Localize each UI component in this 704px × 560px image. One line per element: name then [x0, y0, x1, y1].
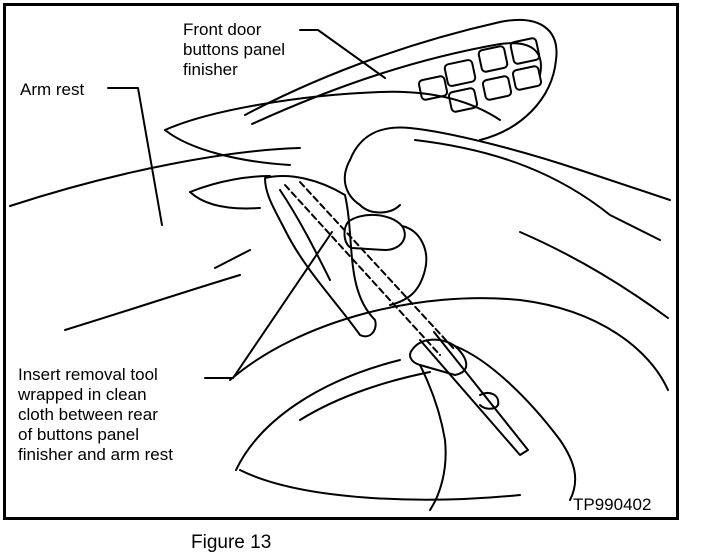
removal-tool: [419, 331, 529, 456]
switch: [443, 59, 477, 87]
switch: [481, 75, 513, 101]
lower-hand: [479, 392, 500, 410]
insert-removal-tool-label: Insert removal tool wrapped in clean clo…: [18, 365, 173, 464]
arm-rest-label: Arm rest: [20, 80, 85, 99]
buttons-panel-finisher: [244, 19, 558, 141]
door-panel-line: [9, 147, 301, 207]
figure-code: TP990402: [573, 495, 652, 514]
door-panel-line: [519, 231, 669, 319]
door-panel-line: [414, 139, 661, 241]
armrest-pocket: [299, 371, 431, 421]
upper-hand: [389, 225, 428, 306]
figure-caption: Figure 13: [191, 532, 272, 553]
switch: [417, 75, 449, 101]
removal-tool: [299, 181, 456, 351]
arm-rest-outline: [189, 175, 271, 193]
arm-rest-outline: [189, 191, 261, 210]
lower-hand: [409, 338, 468, 376]
door-panel-line: [64, 274, 241, 331]
upper-hand: [349, 126, 671, 201]
switch: [447, 87, 479, 113]
removal-tool: [284, 184, 441, 356]
upper-hand: [343, 159, 361, 206]
switch: [477, 45, 509, 73]
figure-frame: [3, 3, 679, 520]
armrest-pocket: [229, 297, 669, 391]
lower-hand: [419, 364, 447, 511]
arm-rest-outline: [164, 129, 291, 166]
front-door-buttons-panel-label: Front door buttons panel finisher: [183, 20, 286, 79]
switch: [511, 65, 543, 91]
upper-hand: [359, 204, 401, 214]
leader-line: [107, 87, 163, 226]
cloth: [264, 175, 377, 338]
upper-hand: [343, 213, 406, 251]
arm-rest-outline: [164, 90, 501, 131]
leader-line: [204, 231, 333, 379]
leader-line: [299, 29, 386, 79]
armrest-pocket: [235, 359, 401, 471]
door-panel-line: [214, 249, 251, 269]
switch: [509, 37, 541, 65]
armrest-pocket: [239, 469, 521, 501]
cloth-fold: [279, 189, 331, 281]
buttons-panel-finisher: [251, 42, 542, 125]
lower-hand: [454, 345, 577, 501]
